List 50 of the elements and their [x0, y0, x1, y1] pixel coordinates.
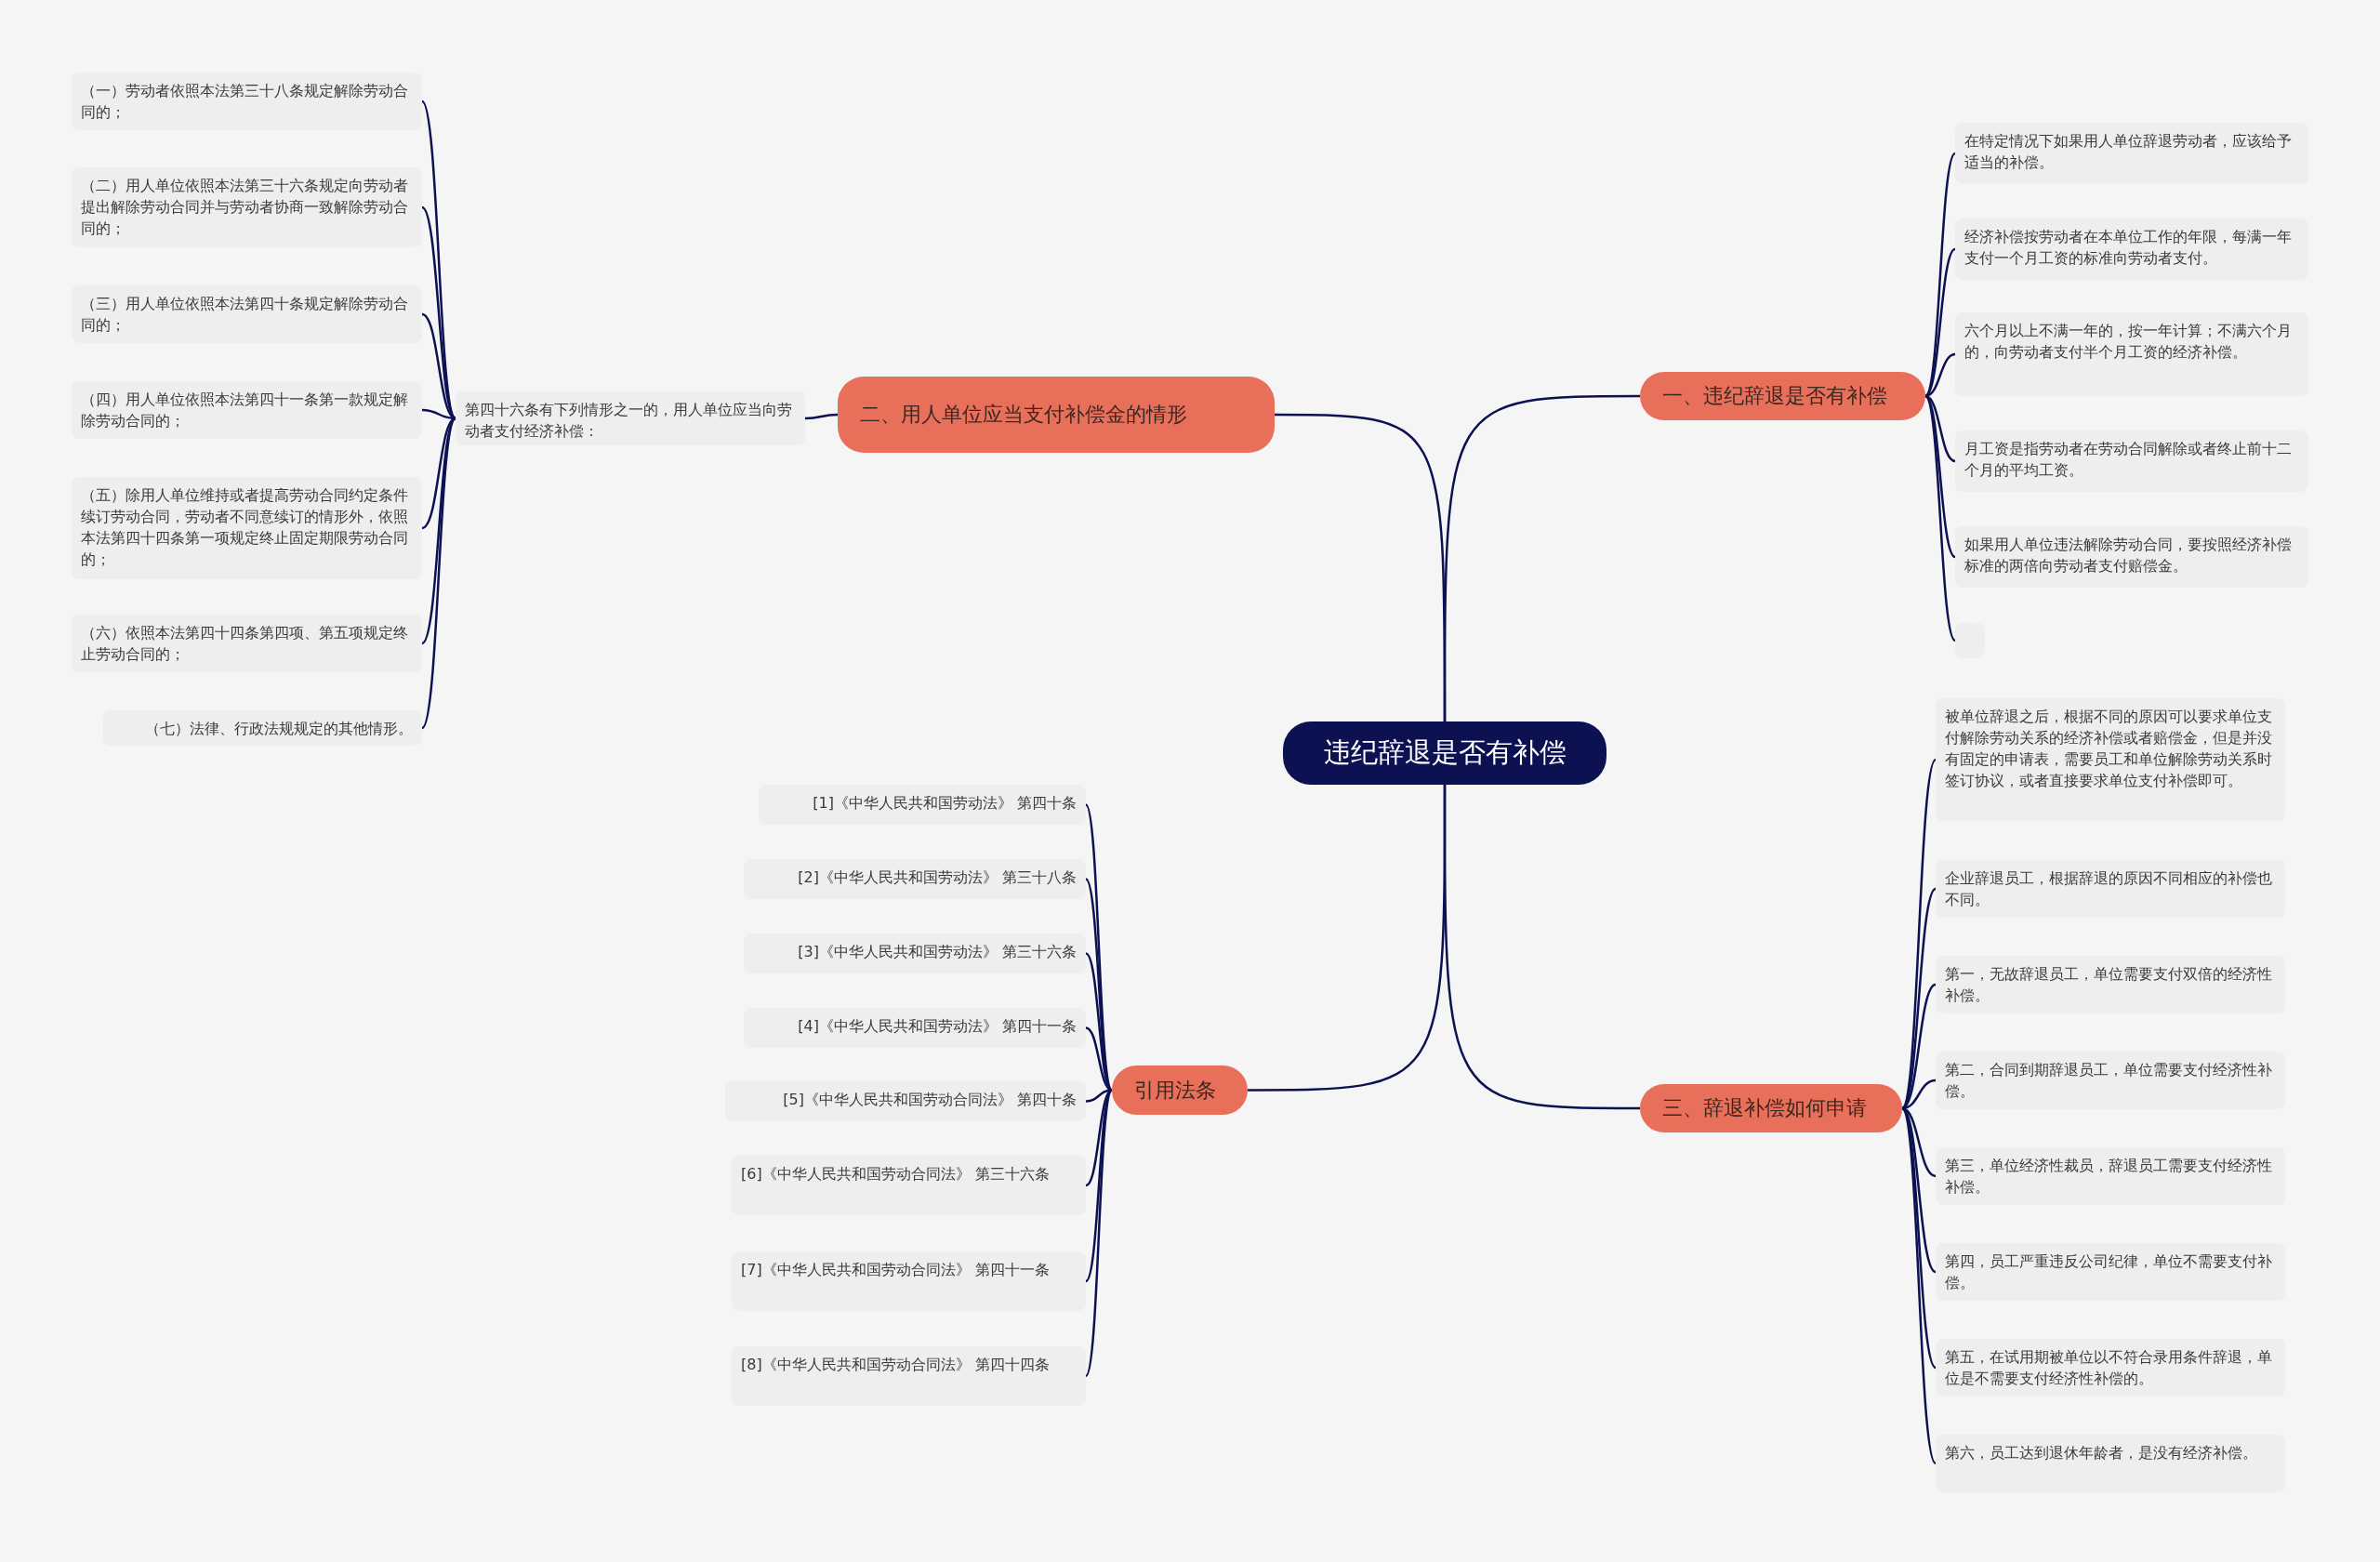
note-box: （五）除用人单位维持或者提高劳动合同约定条件续订劳动合同，劳动者不同意续订的情形外，依照本法第四十四条第一项规定终止固定期限劳动合同的； [72, 477, 422, 579]
note-box: 如果用人单位违法解除劳动合同，要按照经济补偿标准的两倍向劳动者支付赔偿金。 [1955, 526, 2308, 588]
note-box: 在特定情况下如果用人单位辞退劳动者，应该给予适当的补偿。 [1955, 123, 2308, 184]
note-box: 第五，在试用期被单位以不符合录用条件辞退，单位是不需要支付经济性补偿的。 [1936, 1339, 2285, 1397]
connector-line [1901, 1107, 1937, 1369]
topic-pill: 三、辞退补偿如何申请 [1640, 1084, 1902, 1132]
connector-line [421, 417, 456, 644]
note-box: [2]《中华人民共和国劳动法》 第三十八条 [744, 859, 1086, 899]
note-box: （二）用人单位依照本法第三十六条规定向劳动者提出解除劳动合同并与劳动者协商一致解除劳动合同的； [72, 167, 422, 247]
connector-line [804, 413, 839, 420]
note-box: 第一，无故辞退员工，单位需要支付双倍的经济性补偿。 [1936, 956, 2285, 1013]
note-box: 月工资是指劳动者在劳动合同解除或者终止前十二个月的平均工资。 [1955, 430, 2308, 492]
connector-line [1924, 152, 1956, 397]
central-topic: 违纪辞退是否有补偿 [1283, 721, 1606, 785]
topic-pill: 引用法条 [1112, 1066, 1248, 1115]
connector-line [1900, 759, 1937, 1109]
note-box: 经济补偿按劳动者在本单位工作的年限，每满一年支付一个月工资的标准向劳动者支付。 [1955, 218, 2308, 280]
note-box: 第三，单位经济性裁员，辞退员工需要支付经济性补偿。 [1936, 1147, 2285, 1205]
note-box: 第四，员工严重违反公司纪律，单位不需要支付补偿。 [1936, 1243, 2285, 1301]
note-box: （一）劳动者依照本法第三十八条规定解除劳动合同的； [72, 73, 422, 130]
note-box: （三）用人单位依照本法第四十条规定解除劳动合同的； [72, 285, 422, 343]
connector-line [420, 100, 457, 419]
connector-line [421, 206, 456, 419]
connector-line [1275, 413, 1447, 721]
connector-line [1924, 395, 1956, 558]
connector-line [1924, 395, 1956, 642]
connector-line [1924, 248, 1956, 397]
note-box: [8]《中华人民共和国劳动合同法》 第四十四条 [732, 1346, 1086, 1406]
note-box: 企业辞退员工，根据辞退的原因不同相应的补偿也不同。 [1936, 860, 2285, 918]
note-box: [6]《中华人民共和国劳动合同法》 第三十六条 [732, 1156, 1086, 1215]
note-box: 六个月以上不满一年的，按一年计算；不满六个月的，向劳动者支付半个月工资的经济补偿。 [1955, 312, 2308, 396]
note-box: （七）法律、行政法规规定的其他情形。 [103, 710, 422, 746]
topic-pill: 二、用人单位应当支付补偿金的情形 [838, 377, 1275, 453]
note-box: 被单位辞退之后，根据不同的原因可以要求单位支付解除劳动关系的经济补偿或者赔偿金，但是并没有固定的申请表，需要员工和单位解除劳动关系时签订协议，或者直接要求单位支付补偿即可。 [1936, 698, 2285, 821]
connector-line [1900, 1107, 1937, 1464]
connector-line [1248, 785, 1447, 1092]
note-box: [4]《中华人民共和国劳动法》 第四十一条 [744, 1008, 1086, 1048]
note-box: 第二，合同到期辞退员工，单位需要支付经济性补偿。 [1936, 1052, 2285, 1109]
topic-pill: 一、违纪辞退是否有补偿 [1640, 372, 1925, 420]
note-box: [1]《中华人民共和国劳动法》 第四十条 [759, 785, 1086, 825]
note-box: [7]《中华人民共和国劳动合同法》 第四十一条 [732, 1251, 1086, 1311]
note-box: [3]《中华人民共和国劳动法》 第三十六条 [744, 933, 1086, 973]
note-box: 第六，员工达到退休年龄者，是没有经济补偿。 [1936, 1435, 2285, 1492]
note-box: （四）用人单位依照本法第四十一条第一款规定解除劳动合同的； [72, 381, 422, 439]
connector-line [1084, 1089, 1114, 1377]
note-box: （六）依照本法第四十四条第四项、第五项规定终止劳动合同的； [72, 615, 422, 672]
note-box: [5]《中华人民共和国劳动合同法》 第四十条 [725, 1081, 1086, 1121]
empty-box [1955, 623, 1985, 658]
connector-line [420, 417, 457, 729]
note-box: 第四十六条有下列情形之一的，用人单位应当向劳动者支付经济补偿： [456, 391, 805, 445]
